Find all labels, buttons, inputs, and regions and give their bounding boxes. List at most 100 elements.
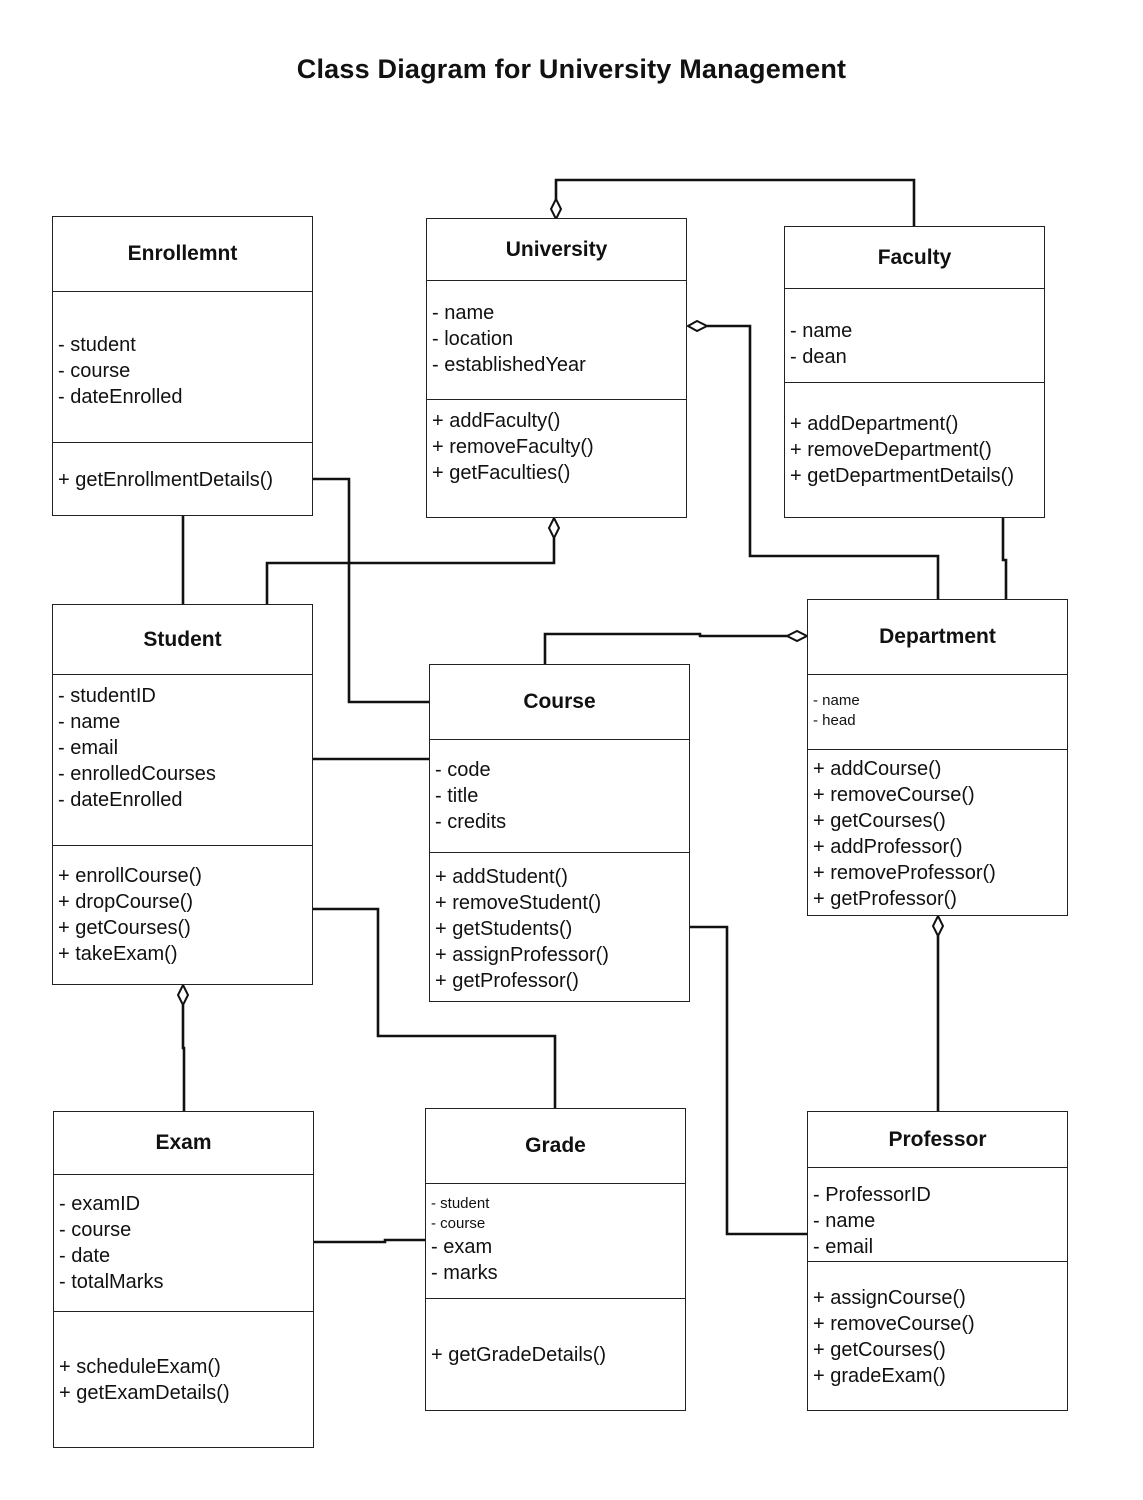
course-method: + getProfessor() <box>435 970 579 992</box>
exam-attribute: - totalMarks <box>59 1271 164 1293</box>
exam-method: + getExamDetails() <box>59 1382 230 1404</box>
university-method: + removeFaculty() <box>432 436 594 458</box>
course-attribute: - code <box>435 759 491 781</box>
grade-class-name: Grade <box>426 1109 685 1184</box>
grade-method: + getGradeDetails() <box>431 1344 607 1366</box>
university-class-name: University <box>427 219 686 281</box>
university-method: + getFaculties() <box>432 462 571 484</box>
department-class: Department - name - head + addCourse() +… <box>807 599 1068 916</box>
student-attributes: - studentID - name - email - enrolledCou… <box>53 675 312 846</box>
enrollment-attribute: - dateEnrolled <box>58 386 183 408</box>
enrollment-attributes: - student - course - dateEnrolled <box>53 292 312 443</box>
course-professor-link <box>690 925 808 1236</box>
student-attribute: - enrolledCourses <box>58 763 216 785</box>
department-method: + addCourse() <box>813 758 942 780</box>
university-attribute: - location <box>432 328 514 350</box>
faculty-attribute: - name <box>790 320 853 342</box>
faculty-class-name: Faculty <box>785 227 1044 289</box>
aggregation-diamond-department-bottom <box>931 913 945 939</box>
exam-method: + scheduleExam() <box>59 1356 221 1378</box>
department-method: + removeCourse() <box>813 784 975 806</box>
grade-attribute: - exam <box>431 1236 493 1258</box>
faculty-department-link <box>1001 518 1008 599</box>
faculty-attribute: - dean <box>790 346 847 368</box>
university-attribute: - establishedYear <box>432 354 586 376</box>
aggregation-diamond-department-left <box>784 629 810 643</box>
exam-grade-link <box>314 1238 425 1244</box>
enrollment-class-name: Enrollemnt <box>53 217 312 292</box>
department-method: + removeProfessor() <box>813 862 996 884</box>
university-attributes: - name - location - establishedYear <box>427 281 686 400</box>
course-method: + assignProfessor() <box>435 944 609 966</box>
course-method: + getStudents() <box>435 918 573 940</box>
department-attribute: - head <box>813 712 856 729</box>
exam-attribute: - course <box>59 1219 132 1241</box>
university-class: University - name - location - establish… <box>426 218 687 518</box>
course-methods: + addStudent() + removeStudent() + getSt… <box>430 853 689 994</box>
university-attribute: - name <box>432 302 495 324</box>
aggregation-diamond-university-right <box>685 319 710 333</box>
department-class-name: Department <box>808 600 1067 675</box>
exam-attribute: - examID <box>59 1193 141 1215</box>
exam-methods: + scheduleExam() + getExamDetails() <box>54 1312 313 1406</box>
department-method: + getProfessor() <box>813 888 957 910</box>
course-method: + removeStudent() <box>435 892 602 914</box>
student-method: + dropCourse() <box>58 891 194 913</box>
aggregation-diamond-university-bottom <box>547 515 561 541</box>
student-methods: + enrollCourse() + dropCourse() + getCou… <box>53 846 312 967</box>
course-attribute: - title <box>435 785 479 807</box>
student-attribute: - dateEnrolled <box>58 789 183 811</box>
student-method: + getCourses() <box>58 917 191 939</box>
diagram-title: Class Diagram for University Management <box>296 54 847 84</box>
department-methods: + addCourse() + removeCourse() + getCour… <box>808 750 1067 912</box>
professor-methods: + assignCourse() + removeCourse() + getC… <box>808 1262 1067 1389</box>
student-method: + enrollCourse() <box>58 865 202 887</box>
professor-attribute: - email <box>813 1236 874 1258</box>
course-class: Course - code - title - credits + addStu… <box>429 664 690 1002</box>
grade-attributes: - student - course - exam - marks <box>426 1184 685 1299</box>
course-attributes: - code - title - credits <box>430 740 689 853</box>
professor-attribute: - name <box>813 1210 876 1232</box>
enrollment-attribute: - course <box>58 360 131 382</box>
course-class-name: Course <box>430 665 689 740</box>
professor-method: + removeCourse() <box>813 1313 975 1335</box>
enrollment-method: + getEnrollmentDetails() <box>58 469 274 491</box>
university-methods: + addFaculty() + removeFaculty() + getFa… <box>427 400 686 486</box>
enrollment-attribute: - student <box>58 334 136 356</box>
department-method: + addProfessor() <box>813 836 963 858</box>
professor-attributes: - ProfessorID - name - email <box>808 1168 1067 1262</box>
course-attribute: - credits <box>435 811 507 833</box>
aggregation-diamond-university-top <box>549 196 563 222</box>
exam-attribute: - date <box>59 1245 111 1267</box>
exam-class: Exam - examID - course - date - totalMar… <box>53 1111 314 1448</box>
faculty-method: + removeDepartment() <box>790 439 992 461</box>
student-attribute: - studentID <box>58 685 156 707</box>
faculty-method: + addDepartment() <box>790 413 959 435</box>
exam-attributes: - examID - course - date - totalMarks <box>54 1175 313 1312</box>
student-class: Student - studentID - name - email - enr… <box>52 604 313 985</box>
professor-attribute: - ProfessorID <box>813 1184 931 1206</box>
grade-attribute: - student <box>431 1195 490 1212</box>
enrollment-class: Enrollemnt - student - course - dateEnro… <box>52 216 313 516</box>
faculty-method: + getDepartmentDetails() <box>790 465 1014 487</box>
professor-class-name: Professor <box>808 1112 1067 1168</box>
grade-attribute: - marks <box>431 1262 498 1284</box>
grade-methods: + getGradeDetails() <box>426 1299 685 1368</box>
department-course-link <box>543 632 787 664</box>
department-attributes: - name - head <box>808 675 1067 750</box>
student-exam-link <box>181 1005 186 1111</box>
department-attribute: - name <box>813 692 860 709</box>
aggregation-diamond-student-bottom <box>176 982 190 1008</box>
course-method: + addStudent() <box>435 866 568 888</box>
university-student-link <box>265 538 556 604</box>
grade-attribute: - course <box>431 1215 486 1232</box>
student-method: + takeExam() <box>58 943 178 965</box>
university-method: + addFaculty() <box>432 410 561 432</box>
grade-class: Grade - student - course - exam - marks … <box>425 1108 686 1411</box>
professor-class: Professor - ProfessorID - name - email +… <box>807 1111 1068 1411</box>
enrollment-methods: + getEnrollmentDetails() <box>53 443 312 493</box>
student-attribute: - email <box>58 737 119 759</box>
enrollment-course-link <box>313 477 430 704</box>
faculty-class: Faculty - name - dean + addDepartment() … <box>784 226 1045 518</box>
exam-class-name: Exam <box>54 1112 313 1175</box>
